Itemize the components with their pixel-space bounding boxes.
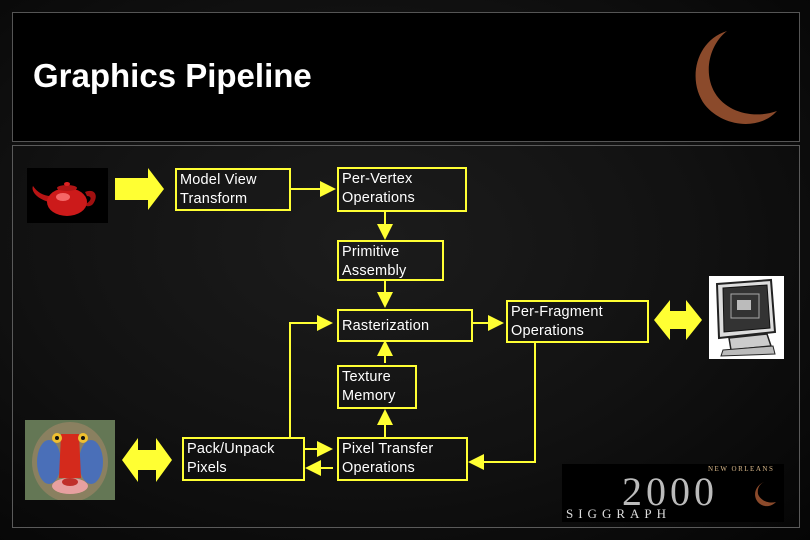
- loop-perfragment-to-pixeltransfer: [468, 342, 536, 470]
- per-fragment-operations-box: Per-Fragment Operations: [506, 300, 649, 343]
- block-arrow-right: [115, 168, 164, 210]
- teapot-image: [27, 168, 108, 223]
- pack-unpack-pixels-box: Pack/Unpack Pixels: [182, 437, 305, 481]
- logo-city: NEW ORLEANS: [708, 465, 775, 473]
- rasterization-box: Rasterization: [337, 309, 473, 342]
- texture-memory-box: Texture Memory: [337, 365, 417, 409]
- logo-number: 2000: [622, 469, 718, 514]
- logo-crescent-icon: [755, 482, 776, 507]
- title-band: Graphics Pipeline: [12, 12, 800, 142]
- model-view-transform-box: Model View Transform: [175, 168, 291, 211]
- logo-wordmark: SIGGRAPH: [566, 506, 672, 521]
- page-title: Graphics Pipeline: [33, 57, 312, 94]
- loop-pack-to-rasterization: [289, 315, 333, 439]
- block-arrow-double-left: [122, 438, 172, 482]
- mandrill-image: [25, 420, 115, 500]
- content-band: [12, 145, 800, 528]
- siggraph-2000-logo: NEW ORLEANS 2000 SIGGRAPH: [562, 464, 784, 522]
- crescent-moon-icon: [695, 31, 777, 124]
- block-arrow-double-right: [654, 300, 702, 340]
- per-vertex-operations-box: Per-Vertex Operations: [337, 167, 467, 212]
- pixel-transfer-operations-box: Pixel Transfer Operations: [337, 437, 468, 481]
- primitive-assembly-box: Primitive Assembly: [337, 240, 444, 281]
- monitor-image: [709, 276, 784, 359]
